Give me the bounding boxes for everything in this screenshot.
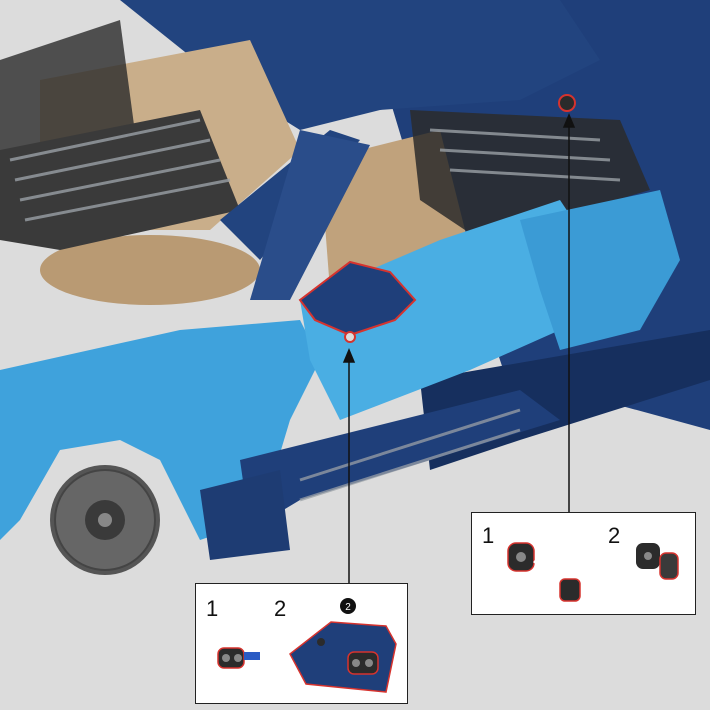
step-2-label: 2 [274, 596, 287, 621]
step-1-label: 1 [482, 523, 495, 548]
step-2-label: 2 [608, 523, 621, 548]
side-sill [240, 390, 560, 530]
badge-icon [340, 598, 356, 614]
brake-disc [50, 465, 160, 575]
panel-pin [344, 331, 356, 343]
callout-left: 1 2 2 [195, 583, 408, 704]
door-panel [300, 200, 600, 420]
a-pillar-right [250, 130, 370, 300]
axle-pin-connector-icon [217, 647, 260, 669]
angle-connector-icon [507, 542, 581, 602]
callout-left-parts: 2 [217, 598, 397, 693]
pointer-left [342, 348, 356, 583]
step-1-label: 1 [206, 596, 219, 621]
top-connector [558, 94, 576, 112]
assembled-connector-icon [636, 543, 679, 580]
lower-front [200, 470, 290, 560]
roof-panel [120, 0, 600, 130]
pointer-right [562, 113, 576, 512]
panel-with-connector-icon [289, 621, 397, 693]
floor-tan [40, 235, 260, 305]
badge-text: 2 [345, 602, 351, 613]
highlighted-panel [298, 260, 417, 337]
callout-right: 1 2 [471, 512, 696, 615]
rear-light-blue-fender [520, 190, 680, 350]
callout-right-parts [507, 542, 679, 602]
